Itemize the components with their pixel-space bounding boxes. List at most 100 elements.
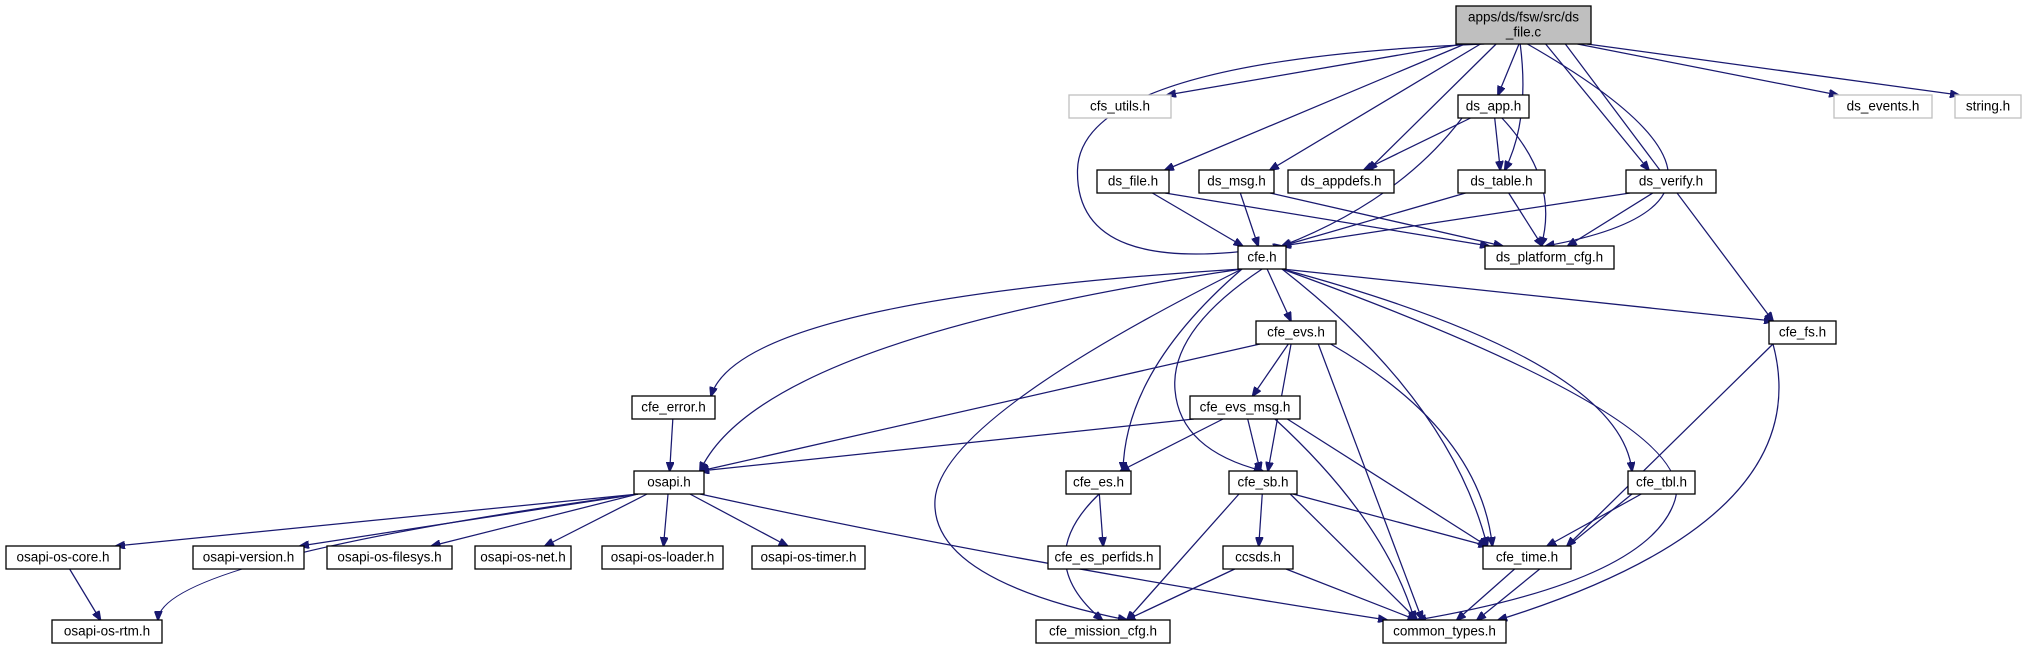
node-cfe-es-perfids[interactable]: cfe_es_perfids.h <box>1047 545 1161 570</box>
edge-cfe-fs-to-common-types <box>1498 343 1780 620</box>
node-ds-appdefs[interactable]: ds_appdefs.h <box>1287 169 1395 194</box>
node-label: cfe_fs.h <box>1779 325 1826 340</box>
node-label: osapi-os-core.h <box>16 550 109 565</box>
node-box <box>1482 545 1572 570</box>
edge-ccsds-to-cfe-mission-cfg <box>1126 568 1236 620</box>
node-root[interactable]: apps/ds/fsw/src/ds_file.c <box>1455 5 1592 45</box>
edge-cfe-to-osapi <box>700 268 1243 471</box>
node-box <box>1255 320 1337 345</box>
node-label: ds_platform_cfg.h <box>1496 250 1603 265</box>
node-cfe-evs[interactable]: cfe_evs.h <box>1255 320 1337 345</box>
edge-cfe-evs-to-cfe-evs-msg <box>1253 343 1289 396</box>
node-box <box>1065 470 1132 495</box>
node-ds-verify[interactable]: ds_verify.h <box>1625 169 1717 194</box>
node-osapi-os-core[interactable]: osapi-os-core.h <box>5 545 121 570</box>
node-osapi-os-net[interactable]: osapi-os-net.h <box>474 545 572 570</box>
node-box <box>751 545 866 570</box>
edge-cfe-sb-to-cfe-mission-cfg <box>1127 493 1240 620</box>
node-cfe[interactable]: cfe.h <box>1237 245 1287 270</box>
node-label: ds_file.h <box>1108 174 1158 189</box>
node-label: cfe.h <box>1247 250 1276 265</box>
node-osapi-os-rtm[interactable]: osapi-os-rtm.h <box>51 619 163 644</box>
edge-cfe-sb-to-cfe-time <box>1292 493 1487 546</box>
node-osapi-os-loader[interactable]: osapi-os-loader.h <box>601 545 724 570</box>
edge-cfe-to-cfe-mission-cfg <box>934 268 1243 620</box>
node-label: osapi-version.h <box>203 550 295 565</box>
node-cfe-mission-cfg[interactable]: cfe_mission_cfg.h <box>1035 619 1171 644</box>
edge-cfe-to-cfe-fs <box>1281 268 1773 321</box>
node-cfe-evs-msg[interactable]: cfe_evs_msg.h <box>1189 395 1301 420</box>
edge-root-to-cfe <box>1076 43 1485 255</box>
edge-root-to-string <box>1586 43 1959 95</box>
node-label: osapi-os-rtm.h <box>64 624 150 639</box>
node-label: ds_verify.h <box>1639 174 1703 189</box>
node-label: cfs_utils.h <box>1090 99 1150 114</box>
node-label: ds_appdefs.h <box>1300 174 1381 189</box>
node-ds-platform-cfg[interactable]: ds_platform_cfg.h <box>1484 245 1615 270</box>
edge-cfe-to-cfe-error <box>711 268 1243 396</box>
edge-cfe-to-cfe-sb <box>1174 268 1263 471</box>
node-box <box>1096 169 1170 194</box>
node-cfe-sb[interactable]: cfe_sb.h <box>1228 470 1298 495</box>
edge-cfe-evs-to-common-types <box>1317 343 1422 620</box>
node-label: ccsds.h <box>1235 550 1281 565</box>
edge-ccsds-to-common-types <box>1285 568 1417 620</box>
node-ds-msg[interactable]: ds_msg.h <box>1198 169 1275 194</box>
node-cfe-fs[interactable]: cfe_fs.h <box>1768 320 1837 345</box>
node-common-types[interactable]: common_types.h <box>1382 619 1507 644</box>
node-osapi-version[interactable]: osapi-version.h <box>192 545 305 570</box>
node-box <box>631 395 716 420</box>
node-ds-file[interactable]: ds_file.h <box>1096 169 1170 194</box>
node-label: cfe_mission_cfg.h <box>1049 624 1157 639</box>
node-box <box>1382 619 1507 644</box>
node-ds-app[interactable]: ds_app.h <box>1457 94 1530 119</box>
node-osapi-os-filesys[interactable]: osapi-os-filesys.h <box>326 545 453 570</box>
edge-cfe-evs-msg-to-cfe-es <box>1120 418 1224 471</box>
edge-ds-verify-to-ds-platform-cfg <box>1568 192 1654 246</box>
node-box <box>1484 245 1615 270</box>
edge-ds-app-to-ds-appdefs <box>1364 117 1471 170</box>
edge-cfe-to-cfe-evs <box>1266 268 1291 321</box>
node-label: cfe_evs_msg.h <box>1200 400 1291 415</box>
edge-osapi-to-common-types <box>699 493 1387 620</box>
node-box <box>1047 545 1161 570</box>
node-label: _file.c <box>1505 25 1542 40</box>
node-label: apps/ds/fsw/src/ds <box>1468 10 1579 25</box>
node-ds-events: ds_events.h <box>1833 94 1933 119</box>
edge-root-to-ds-events <box>1577 43 1838 95</box>
node-box <box>1222 545 1294 570</box>
node-box <box>1237 245 1287 270</box>
node-label: cfe_es_perfids.h <box>1054 550 1153 565</box>
node-box <box>474 545 572 570</box>
edge-cfe-evs-msg-to-common-types <box>1274 418 1415 620</box>
edge-root-to-ds-platform-cfg <box>1527 43 1669 246</box>
node-box <box>1068 94 1172 119</box>
edge-cfe-evs-to-osapi <box>700 343 1261 471</box>
node-label: cfe_sb.h <box>1237 475 1288 490</box>
node-ds-table[interactable]: ds_table.h <box>1457 169 1546 194</box>
node-label: osapi.h <box>647 475 691 490</box>
node-cfe-error[interactable]: cfe_error.h <box>631 395 716 420</box>
edge-cfe-evs-msg-to-cfe-time <box>1286 418 1487 546</box>
edge-osapi-to-osapi-os-loader <box>663 493 669 546</box>
node-cfe-time[interactable]: cfe_time.h <box>1482 545 1572 570</box>
edge-cfe-fs-to-cfe-time <box>1567 343 1774 546</box>
node-ccsds[interactable]: ccsds.h <box>1222 545 1294 570</box>
node-label: ds_msg.h <box>1207 174 1266 189</box>
node-box <box>1035 619 1171 644</box>
node-box <box>1954 94 2022 119</box>
edge-osapi-os-core-to-osapi-os-rtm <box>69 568 101 620</box>
edge-cfe-es-to-cfe-es-perfids <box>1099 493 1103 546</box>
node-box <box>1189 395 1301 420</box>
edge-ds-table-to-ds-platform-cfg <box>1508 192 1543 246</box>
edge-root-to-ds-appdefs <box>1368 43 1497 170</box>
node-box <box>1833 94 1933 119</box>
edge-osapi-to-osapi-os-net <box>545 493 648 546</box>
node-label: ds_events.h <box>1847 99 1920 114</box>
node-box <box>5 545 121 570</box>
node-box <box>1625 169 1717 194</box>
node-cfe-tbl[interactable]: cfe_tbl.h <box>1627 470 1696 495</box>
node-cfe-es[interactable]: cfe_es.h <box>1065 470 1132 495</box>
node-osapi-os-timer[interactable]: osapi-os-timer.h <box>751 545 866 570</box>
node-osapi[interactable]: osapi.h <box>633 470 705 495</box>
